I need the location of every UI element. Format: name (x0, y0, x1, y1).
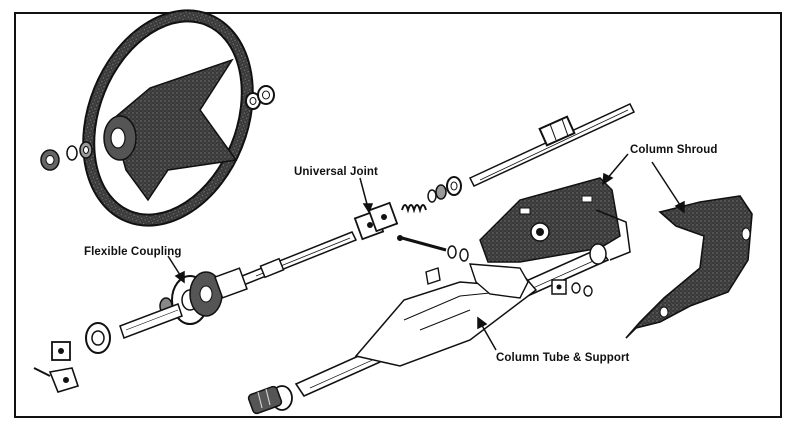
intermediate-shaft (230, 231, 358, 289)
top-bushings (245, 85, 275, 110)
lower-clamp (33, 341, 80, 393)
label-flexible-coupling: Flexible Coupling (84, 246, 182, 258)
steering-wheel (82, 9, 254, 227)
column-shroud (625, 195, 753, 339)
shaft-bearing-set (401, 176, 462, 214)
label-universal-joint: Universal Joint (294, 166, 378, 178)
column-tube (294, 243, 610, 398)
label-column-tube-support: Column Tube & Support (496, 352, 630, 364)
wheel-nut-set (40, 141, 93, 171)
universal-joint (353, 201, 399, 241)
lower-bearing (85, 322, 111, 354)
label-column-shroud: Column Shroud (630, 144, 718, 156)
column-bracket (479, 177, 631, 263)
mounting-bolt (397, 235, 469, 285)
small-bracket (551, 279, 593, 297)
lower-shaft (119, 303, 183, 339)
upper-shaft (468, 103, 636, 187)
leader-lines (167, 153, 685, 351)
column-boot (247, 385, 293, 415)
